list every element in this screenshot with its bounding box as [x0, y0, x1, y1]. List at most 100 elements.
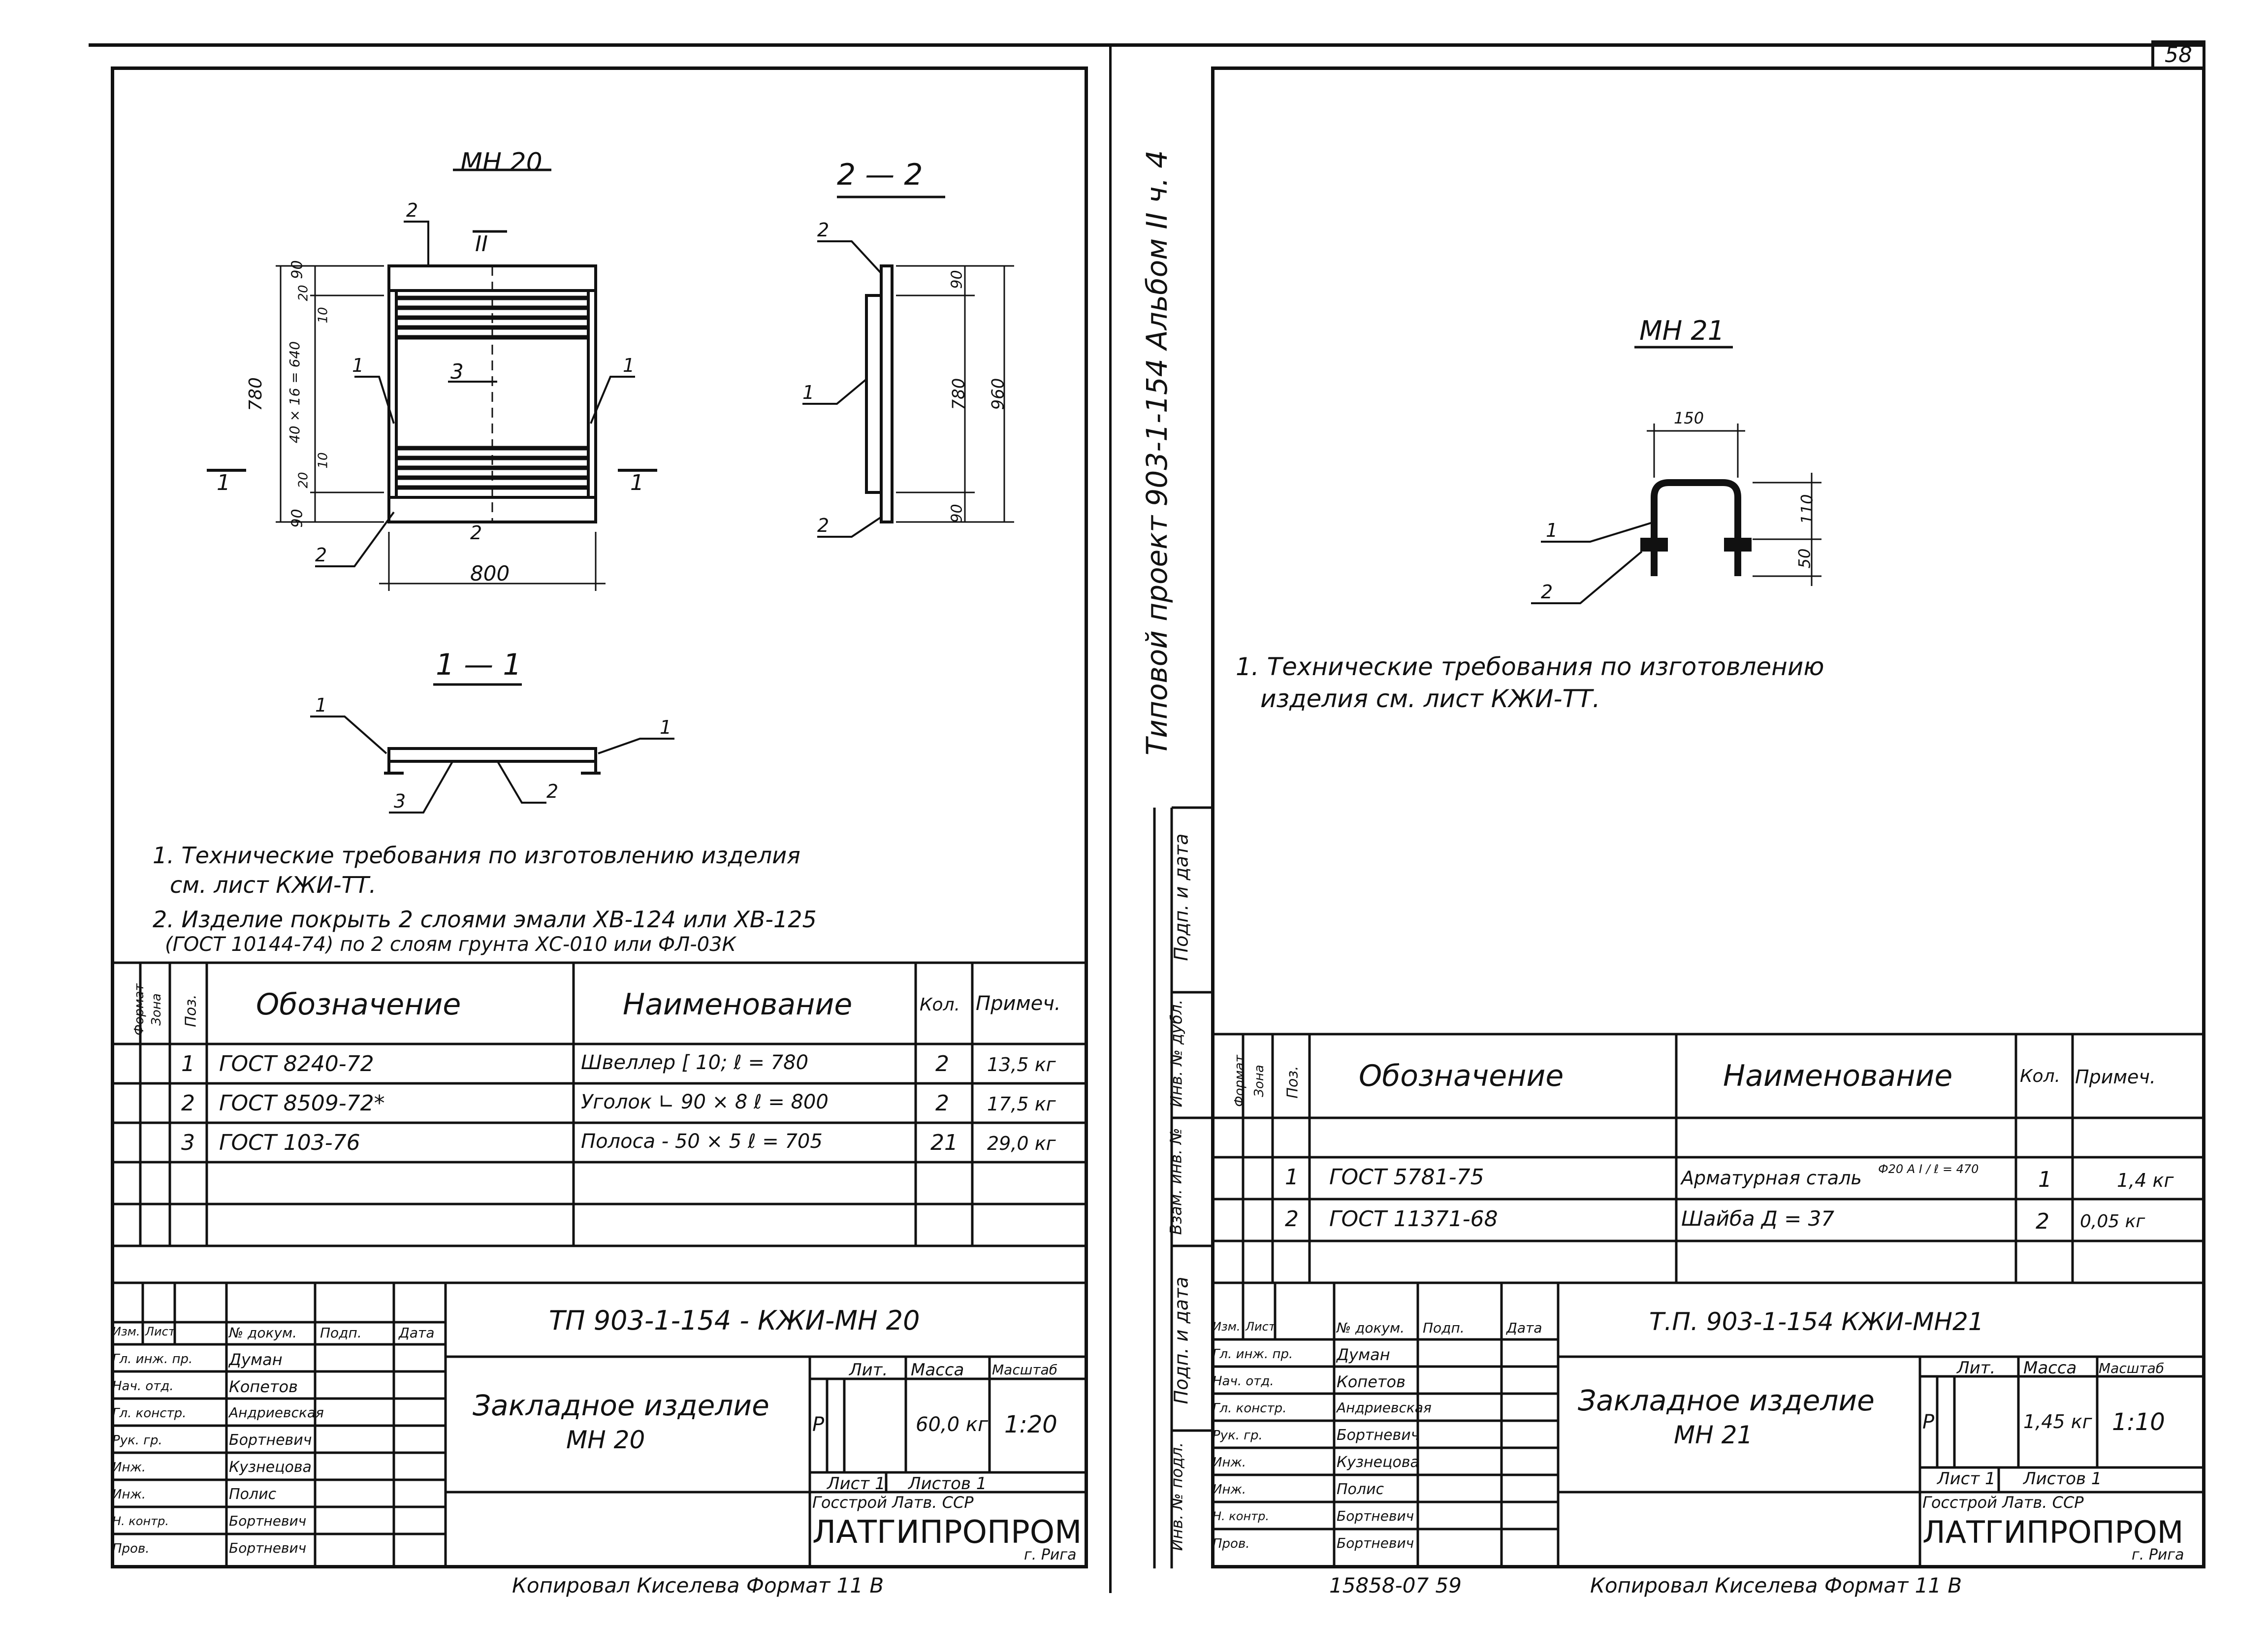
section22-channel: [865, 294, 883, 494]
left-row1-designation: ГОСТ 8240-72: [219, 1051, 374, 1076]
page-number: 58: [2165, 42, 2192, 67]
left-spec-hdr-name: Наименование: [623, 987, 853, 1022]
right-row1-qty: 1: [2038, 1167, 2052, 1192]
right-tb-hdr-sign: Подп.: [1423, 1320, 1465, 1336]
left-tb-hdr-rev: Изм.: [112, 1325, 140, 1338]
left-row1-pos: 1: [181, 1051, 195, 1076]
mn20-title: МН 20: [460, 148, 543, 177]
left-row3-qty: 21: [930, 1130, 958, 1155]
left-tb-name-7: Бортневич: [229, 1513, 307, 1529]
left-tb-name-8: Бортневич: [229, 1540, 307, 1556]
mn21-dim-150: 150: [1674, 409, 1704, 427]
left-tb-role-6: Инж.: [112, 1487, 146, 1502]
right-spec-hdr-qty: Кол.: [2020, 1066, 2061, 1086]
right-row1-note: 1,4 кг: [2117, 1170, 2174, 1191]
left-tb-name-4: Бортневич: [229, 1432, 312, 1449]
section11-title: 1 — 1: [436, 648, 522, 682]
right-tb-sheet: Лист 1: [1937, 1469, 1996, 1489]
right-tb-role-7: Н. контр.: [1213, 1509, 1270, 1523]
left-tb-sheet: Лист 1: [827, 1474, 886, 1494]
right-row1-designation: ГОСТ 5781-75: [1329, 1165, 1484, 1190]
s22-callout-2-top: 2: [817, 219, 830, 241]
right-tb-role-5: Инж.: [1213, 1455, 1246, 1470]
right-tb-name-4: Бортневич: [1337, 1427, 1420, 1444]
right-tb-role-1: Гл. инж. пр.: [1213, 1347, 1293, 1362]
right-tb-scale-value: 1:10: [2112, 1408, 2165, 1436]
left-tb-name-2: Копетов: [229, 1377, 298, 1396]
left-tb-org-2: ЛАТГИПРОПРОМ: [812, 1514, 1082, 1551]
left-row3-designation: ГОСТ 103-76: [219, 1130, 360, 1155]
right-tb-mass-value: 1,45 кг: [2023, 1411, 2092, 1433]
right-row2-pos: 2: [1285, 1206, 1299, 1232]
left-row1-name: Швеллер [ 10; ℓ = 780: [581, 1051, 809, 1074]
left-tb-hdr-docnum: № докум.: [229, 1325, 297, 1341]
left-tb-role-5: Инж.: [112, 1460, 146, 1475]
right-tb-role-2: Нач. отд.: [1213, 1374, 1274, 1389]
left-tb-org-1: Госстрой Латв. ССР: [812, 1493, 974, 1512]
left-spec-hdr-designation: Обозначение: [256, 987, 461, 1022]
left-row1-note: 13,5 кг: [987, 1054, 1056, 1075]
right-tb-scale-label: Масштаб: [2099, 1360, 2165, 1376]
mn21-rebar-u: [1651, 479, 1741, 576]
left-note-1: 1. Технические требования по изготовлени…: [153, 842, 800, 869]
left-tb-role-7: Н. контр.: [112, 1514, 169, 1528]
left-note-1b: см. лист КЖИ-ТТ.: [170, 872, 377, 898]
s11-callout-1-left: 1: [315, 694, 327, 716]
left-row2-name: Уголок ∟ 90 × 8 ℓ = 800: [581, 1091, 829, 1113]
plan-callout-3: 3: [450, 359, 464, 384]
left-tb-name-3: Андриевская: [229, 1404, 324, 1421]
right-row2-name: Шайба Д = 37: [1681, 1206, 1835, 1231]
left-tb-hdr-sign: Подп.: [320, 1325, 362, 1341]
right-tb-name-3: Андриевская: [1337, 1400, 1432, 1416]
left-footer: Копировал Киселева Формат 11 В: [512, 1573, 884, 1597]
top-border-line: [89, 43, 2205, 47]
right-tb-name-2: Копетов: [1337, 1372, 1406, 1391]
left-note-2: 2. Изделие покрыть 2 слоями эмали ХВ-124…: [153, 906, 817, 933]
right-row1-name: Арматурная сталь: [1681, 1167, 1862, 1189]
left-row2-pos: 2: [181, 1091, 195, 1116]
left-tb-hdr-date: Дата: [399, 1325, 435, 1341]
plan-callout-2-bottom: 2: [315, 544, 327, 566]
plan-callout-2-top: 2: [406, 199, 418, 221]
right-row2-qty: 2: [2036, 1209, 2049, 1234]
right-tb-name-6: Полис: [1337, 1481, 1384, 1498]
left-tb-lit-label: Лит.: [849, 1360, 888, 1380]
s11-callout-3: 3: [394, 790, 406, 812]
left-tb-name-1: Думан: [229, 1350, 283, 1369]
right-tb-role-8: Пров.: [1213, 1536, 1250, 1551]
left-row3-name: Полоса - 50 × 5 ℓ = 705: [581, 1130, 823, 1153]
left-row3-note: 29,0 кг: [987, 1133, 1056, 1154]
plan-dim-800: 800: [470, 561, 510, 586]
right-spec-hdr-name: Наименование: [1723, 1059, 1953, 1093]
right-footer: Копировал Киселева Формат 11 В: [1590, 1573, 1962, 1597]
left-tb-name-6: Полис: [229, 1486, 277, 1503]
left-spec-hdr-note: Примеч.: [976, 992, 1061, 1015]
s22-callout-1: 1: [802, 382, 815, 403]
section-mark-ii: II: [475, 231, 488, 257]
right-tb-lit-value: Р: [1922, 1411, 1935, 1434]
right-tb-name-5: Кузнецова: [1337, 1454, 1419, 1471]
right-tb-sheets: Листов 1: [2023, 1469, 2102, 1489]
section-mark-right: 1: [630, 470, 644, 495]
right-tb-org-2: ЛАТГИПРОПРОМ: [1922, 1514, 2184, 1550]
plan-callout-1-right: 1: [623, 355, 635, 376]
right-tb-hdr-rev: Изм.: [1213, 1320, 1241, 1334]
left-tb-hdr-sheet: Лист: [145, 1325, 175, 1338]
right-row1-name-extra: Ф20 А I / ℓ = 470: [1878, 1162, 1979, 1176]
left-row2-designation: ГОСТ 8509-72*: [219, 1091, 385, 1116]
right-tb-org-1: Госстрой Латв. ССР: [1922, 1493, 2084, 1512]
right-tb-hdr-sheet: Лист: [1246, 1320, 1276, 1334]
right-spec-hdr-designation: Обозначение: [1359, 1059, 1564, 1093]
left-tb-role-8: Пров.: [112, 1541, 150, 1556]
left-tb-mass-value: 60,0 кг: [916, 1413, 988, 1436]
mn21-washer-right: [1724, 538, 1752, 552]
center-fold-line: [1109, 47, 1112, 1593]
plan-callout-2-below: 2: [470, 522, 482, 544]
left-note-2b: (ГОСТ 10144-74) по 2 слоям грунта ХС-010…: [165, 933, 736, 956]
left-tb-scale-value: 1:20: [1004, 1411, 1057, 1438]
mn21-title: МН 21: [1639, 315, 1725, 346]
